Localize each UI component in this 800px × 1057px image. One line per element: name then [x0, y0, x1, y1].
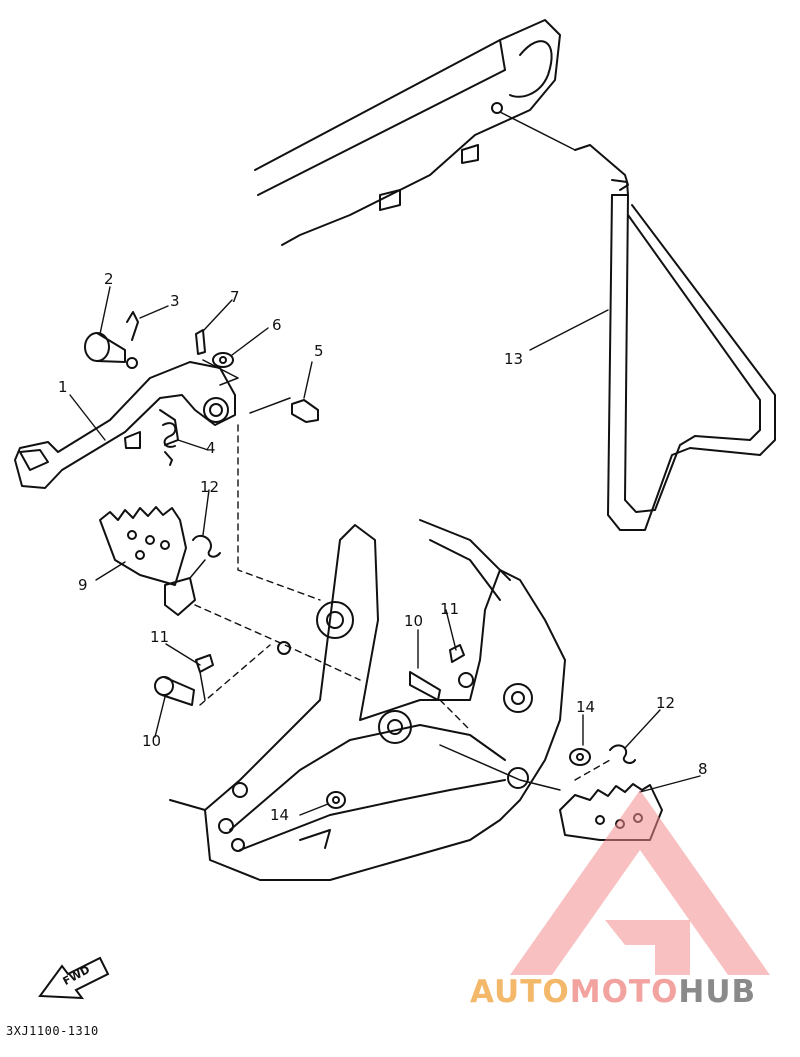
- callout-10-left: 10: [142, 732, 162, 750]
- side-stand: [499, 111, 776, 531]
- callout-14-right: 14: [576, 698, 596, 716]
- callout-8: 8: [698, 760, 708, 778]
- swing-arm: [254, 19, 561, 246]
- callout-4: 4: [206, 439, 216, 457]
- pedal-hardware: [84, 311, 319, 466]
- callout-11-right: 11: [440, 600, 460, 618]
- footrest-pins-left: [154, 654, 214, 706]
- callout-13: 13: [504, 350, 524, 368]
- footrest-right: [326, 644, 663, 841]
- callout-2: 2: [104, 270, 114, 288]
- callout-12-right: 12: [656, 694, 676, 712]
- brake-pedal: [14, 361, 236, 489]
- footrest-left: [99, 506, 221, 616]
- watermark-triangle: [510, 790, 770, 975]
- callout-5: 5: [314, 342, 324, 360]
- fwd-arrow-icon: [38, 956, 110, 1000]
- frame: [169, 519, 566, 881]
- callout-3: 3: [170, 292, 180, 310]
- callout-7: 7: [230, 288, 240, 306]
- callout-12-left: 12: [200, 478, 220, 496]
- brand-moto: MOTO: [569, 974, 679, 1010]
- callout-6: 6: [272, 316, 282, 334]
- drawing-code: 3XJ1100-1310: [6, 1024, 99, 1038]
- brand-hub: HUB: [678, 974, 757, 1010]
- watermark-brand: AUTOMOTOHUB: [470, 974, 756, 1010]
- callout-14-left: 14: [270, 806, 290, 824]
- callout-9: 9: [78, 576, 88, 594]
- callout-10-right: 10: [404, 612, 424, 630]
- callout-leaders: [69, 286, 701, 816]
- callout-1: 1: [58, 378, 68, 396]
- brand-auto: AUTO: [470, 974, 570, 1010]
- leader-lines: [194, 424, 611, 781]
- callout-11-left: 11: [150, 628, 170, 646]
